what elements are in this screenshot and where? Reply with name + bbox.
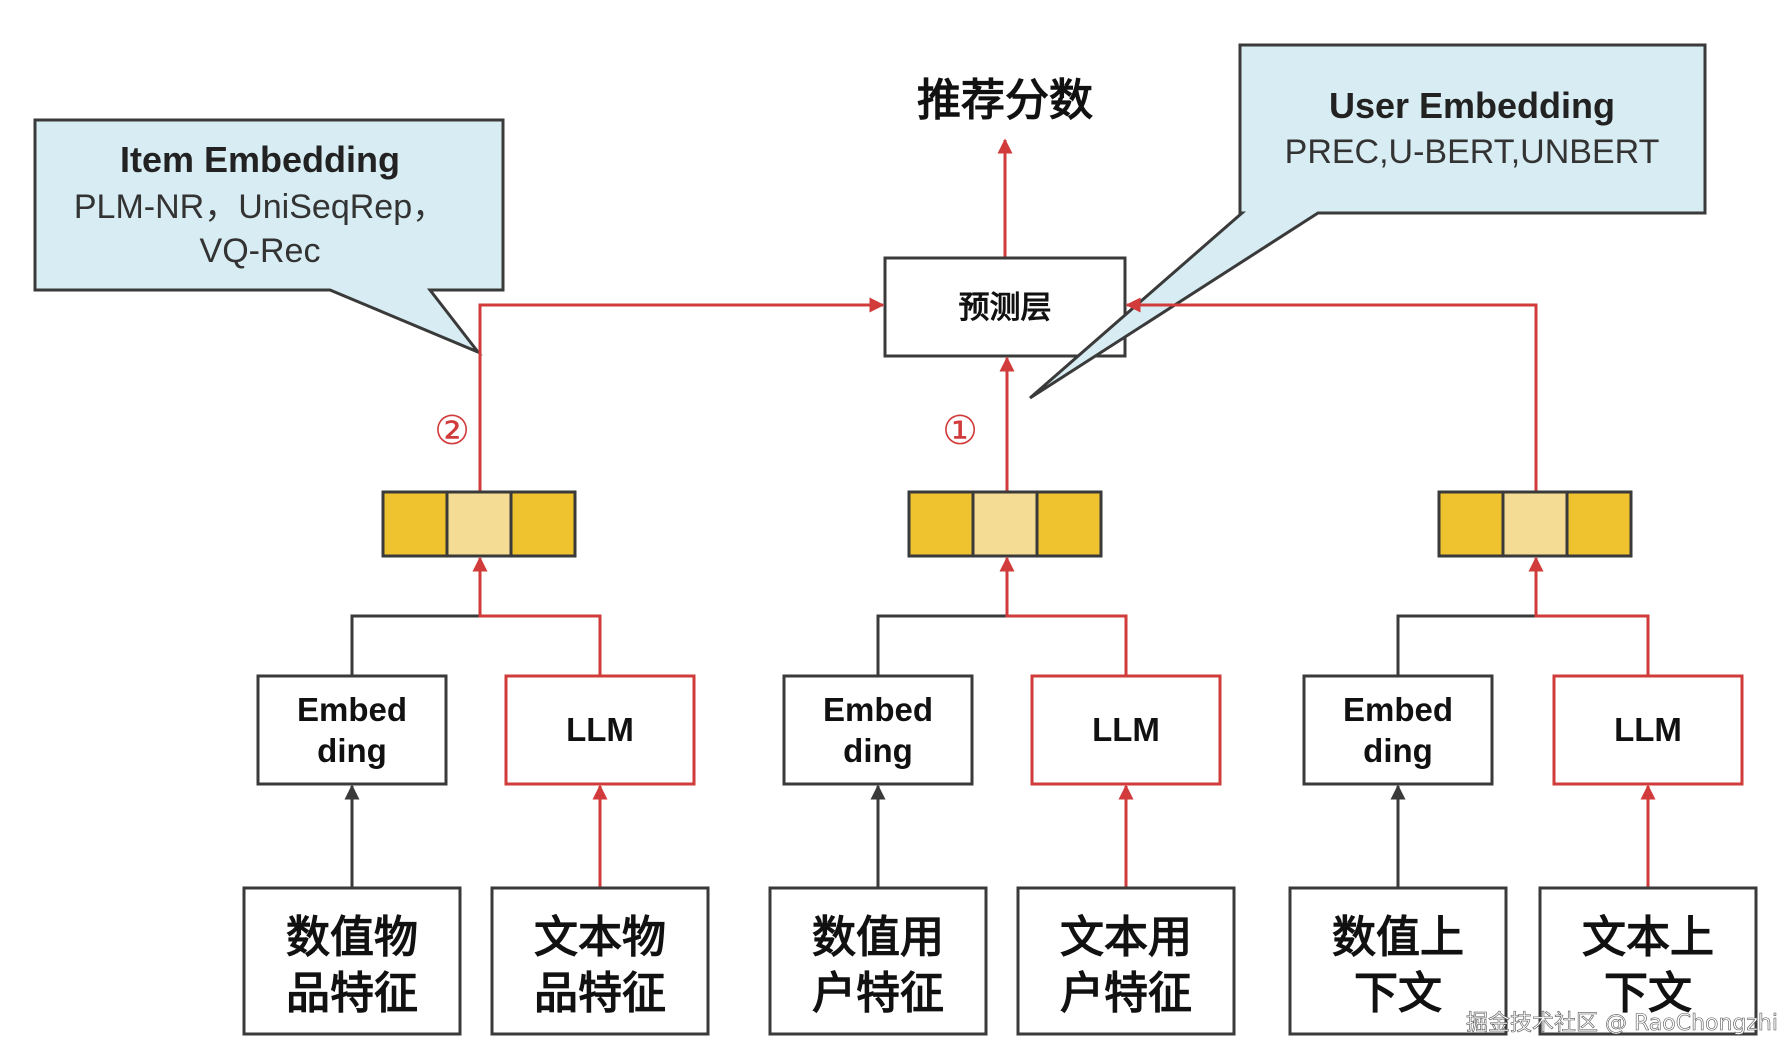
- user-embedding-title: User Embedding: [1329, 85, 1615, 126]
- item-embedding-label-1: Embed: [297, 691, 407, 728]
- item-embedding-label-2: ding: [317, 732, 387, 769]
- prediction-layer-box: [883, 256, 1127, 358]
- item-embed-link: [350, 614, 480, 676]
- context-embed-link: [1396, 614, 1536, 676]
- item-embedding-cell-1: [381, 490, 449, 558]
- item-embedding-callout: [33, 118, 505, 356]
- user-text-features-box: [1016, 886, 1236, 1036]
- user-embedding-methods: PREC,U-BERT,UNBERT: [1285, 133, 1660, 171]
- user-embedding-label-1: Embed: [823, 691, 933, 728]
- item-embedding-methods-line2: VQ-Rec: [200, 232, 321, 270]
- user-embed-link: [876, 614, 1007, 676]
- item-embedding-cell-3: [509, 490, 577, 558]
- context-text-features-line1: 文本上: [1582, 912, 1714, 963]
- context-text-features-box: [1538, 886, 1758, 1036]
- watermark: 掘金技术社区 @ RaoChongzhi: [1466, 1011, 1778, 1036]
- context-embedding-cell-1: [1437, 490, 1505, 558]
- user-embedding-cell-3: [1035, 490, 1103, 558]
- item-to-prediction-arrow: [478, 297, 885, 492]
- user-embedding-cell-1: [907, 490, 975, 558]
- context-embedding-cell-2: [1501, 490, 1569, 558]
- context-numeric-features-box: [1288, 886, 1508, 1036]
- context-text-features-line2: 下文: [1604, 968, 1692, 1019]
- item-embedding-cell-2: [445, 490, 513, 558]
- user-llm-box: [1030, 674, 1222, 786]
- context-numeric-features-line2: 下文: [1354, 968, 1442, 1019]
- user-llm-link: [999, 556, 1128, 676]
- item-text-features-line2: 品特征: [534, 968, 666, 1019]
- context-column: Embed ding LLM 数值上 下文 文本上 下文: [1288, 490, 1758, 1036]
- item-embedding-methods-line1: PLM-NR，UniSeqRep，: [74, 188, 446, 226]
- user-numeric-features-line1: 数值用: [812, 912, 944, 963]
- context-to-prediction-arrow: [1125, 297, 1538, 492]
- item-text-features-box: [490, 886, 710, 1036]
- marker-two: ②: [434, 408, 470, 454]
- user-embedding-cell-2: [971, 490, 1039, 558]
- item-llm-box: [504, 674, 696, 786]
- context-embedding-cell-3: [1565, 490, 1633, 558]
- user-text-features-line2: 户特征: [1060, 968, 1192, 1019]
- user-column: Embed ding LLM 数值用 户特征 文本用 户特征: [768, 490, 1236, 1036]
- item-numeric-features-line2: 品特征: [286, 968, 418, 1019]
- item-text-features-line1: 文本物: [534, 912, 666, 963]
- item-embedding-title: Item Embedding: [120, 139, 400, 180]
- context-llm-box: [1552, 674, 1744, 786]
- recommendation-score-label: 推荐分数: [917, 75, 1093, 126]
- item-numeric-features-line1: 数值物: [286, 912, 418, 963]
- context-embedding-label-1: Embed: [1343, 691, 1453, 728]
- context-embedding-label-2: ding: [1363, 732, 1433, 769]
- user-numeric-features-line2: 户特征: [812, 968, 944, 1019]
- marker-one: ①: [942, 408, 978, 454]
- prediction-layer-label: 预测层: [959, 290, 1052, 326]
- context-embedding-box: [1302, 674, 1494, 786]
- context-llm-label: LLM: [1614, 711, 1682, 748]
- user-text-features-line1: 文本用: [1060, 912, 1192, 963]
- item-column: Embed ding LLM 数值物 品特征 文本物 品特征: [242, 490, 710, 1036]
- item-numeric-features-box: [242, 886, 462, 1036]
- user-embedding-label-2: ding: [843, 732, 913, 769]
- user-llm-label: LLM: [1092, 711, 1160, 748]
- context-llm-link: [1528, 556, 1650, 676]
- item-llm-link: [472, 556, 602, 676]
- user-numeric-features-box: [768, 886, 988, 1036]
- user-embedding-box: [782, 674, 974, 786]
- item-llm-label: LLM: [566, 711, 634, 748]
- item-embedding-box: [256, 674, 448, 786]
- context-numeric-features-line1: 数值上: [1332, 912, 1464, 963]
